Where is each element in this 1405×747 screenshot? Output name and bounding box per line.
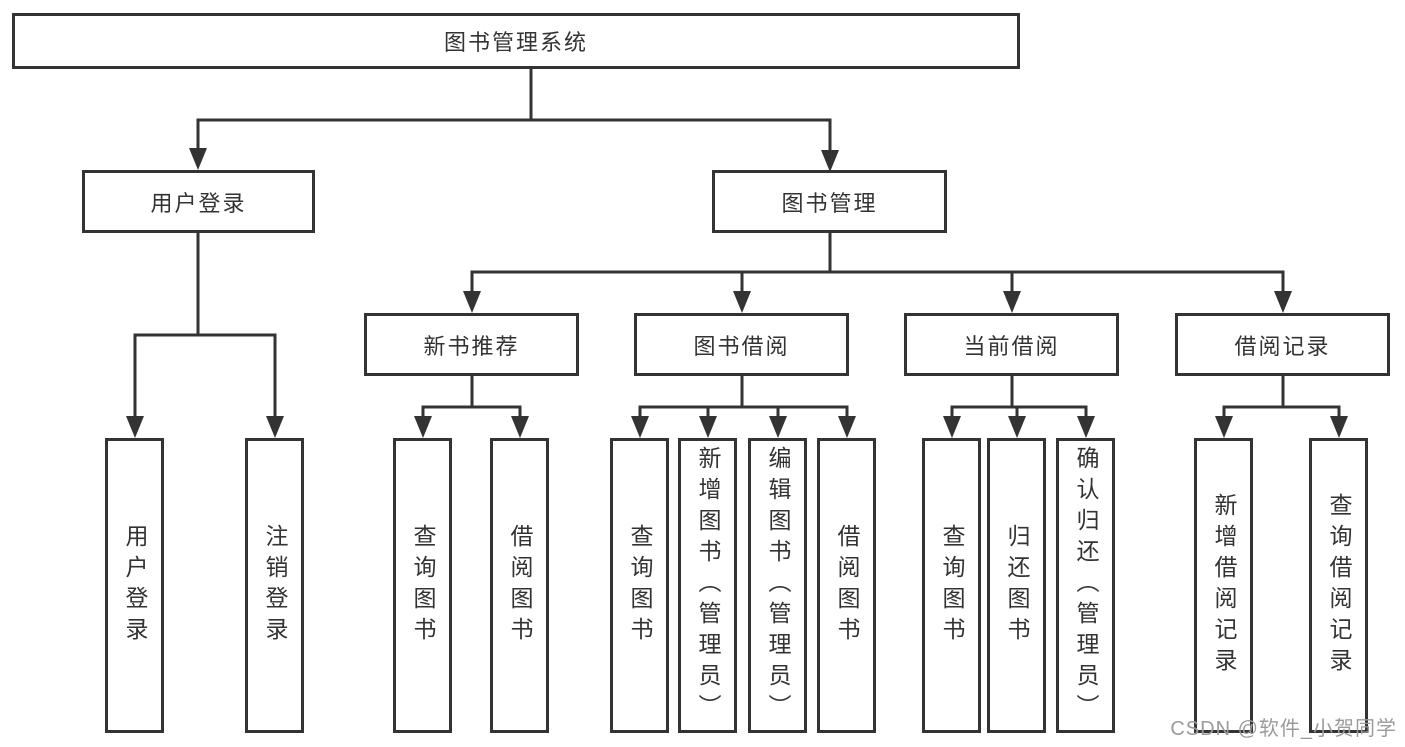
node-root-library-system: 图书管理系统	[12, 13, 1020, 69]
leaf-confirm-return-admin: 确认归还（管理员）	[1056, 438, 1115, 733]
leaf-query-borrow-record-label: 查询借阅记录	[1326, 492, 1352, 679]
node-book-management-label: 图书管理	[781, 190, 878, 216]
node-borrow-records-label: 借阅记录	[1234, 333, 1331, 359]
leaf-borrow-books-label: 借阅图书	[834, 523, 860, 648]
leaf-query-books-borrow: 查询图书	[610, 438, 669, 733]
leaf-return-books-label: 归还图书	[1004, 523, 1030, 648]
leaf-add-book-admin: 新增图书（管理员）	[678, 438, 737, 733]
leaf-query-borrow-record: 查询借阅记录	[1309, 438, 1368, 733]
leaf-borrow-books-recommend-label: 借阅图书	[507, 523, 533, 648]
node-book-management: 图书管理	[712, 170, 947, 233]
node-user-login: 用户登录	[82, 170, 315, 233]
leaf-edit-book-admin-label: 编辑图书（管理员）	[765, 446, 791, 725]
leaf-user-login: 用户登录	[105, 438, 164, 733]
arrowhead-icons	[126, 148, 1348, 438]
leaf-query-books-current: 查询图书	[922, 438, 981, 733]
node-new-book-recommend-label: 新书推荐	[423, 333, 520, 359]
leaf-query-books-recommend: 查询图书	[393, 438, 452, 733]
node-current-borrow-label: 当前借阅	[963, 333, 1060, 359]
node-book-borrow: 图书借阅	[634, 313, 849, 376]
leaf-return-books: 归还图书	[987, 438, 1046, 733]
leaf-query-books-current-label: 查询图书	[939, 523, 965, 648]
leaf-confirm-return-admin-label: 确认归还（管理员）	[1073, 446, 1099, 725]
leaf-query-books-borrow-label: 查询图书	[627, 523, 653, 648]
leaf-borrow-books: 借阅图书	[817, 438, 876, 733]
node-borrow-records: 借阅记录	[1175, 313, 1390, 376]
leaf-add-borrow-record: 新增借阅记录	[1194, 438, 1253, 733]
leaf-logout-label: 注销登录	[262, 523, 288, 648]
leaf-user-login-label: 用户登录	[122, 523, 148, 648]
node-new-book-recommend: 新书推荐	[364, 313, 579, 376]
leaf-add-borrow-record-label: 新增借阅记录	[1211, 492, 1237, 679]
watermark: CSDN @软件_小贺同学	[1170, 718, 1397, 740]
node-root-label: 图书管理系统	[443, 30, 588, 55]
leaf-add-book-admin-label: 新增图书（管理员）	[695, 446, 721, 725]
leaf-query-books-recommend-label: 查询图书	[410, 523, 436, 648]
node-user-login-label: 用户登录	[150, 190, 247, 216]
node-current-borrow: 当前借阅	[904, 313, 1119, 376]
node-book-borrow-label: 图书借阅	[693, 333, 790, 359]
leaf-logout: 注销登录	[245, 438, 304, 733]
leaf-edit-book-admin: 编辑图书（管理员）	[748, 438, 807, 733]
leaf-borrow-books-recommend: 借阅图书	[490, 438, 549, 733]
